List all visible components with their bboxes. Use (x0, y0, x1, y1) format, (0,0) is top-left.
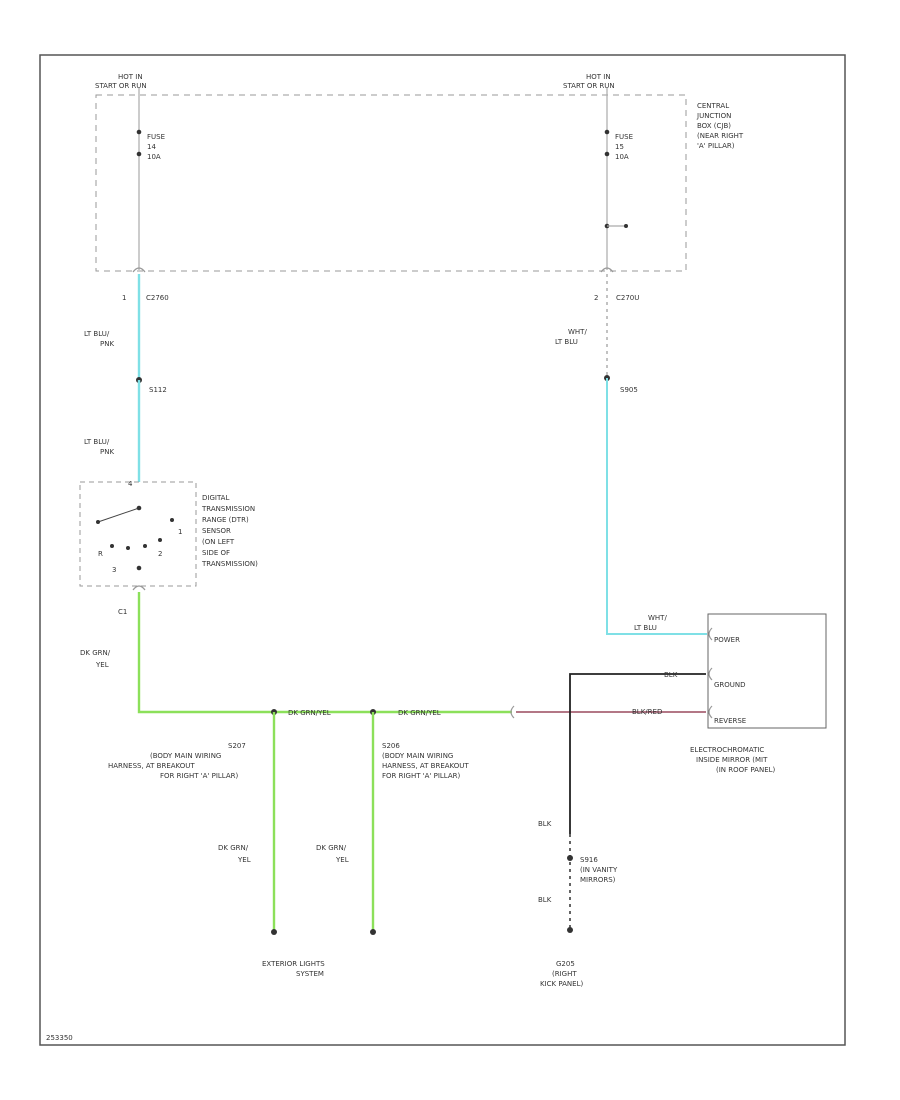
c2760-pin: 1 (122, 294, 126, 302)
dtr-pin-top: 4 (128, 480, 133, 488)
dtr-switch-arm (97, 507, 140, 523)
s112-label: S112 (149, 386, 167, 394)
mirror-label: ELECTROCHROMATIC INSIDE MIRROR (MIT (IN … (690, 746, 776, 774)
electrochromatic-mirror-box (707, 613, 827, 729)
right-splice-end (624, 224, 628, 228)
dk-grn-yel-label-h2: DK GRN/YEL (398, 709, 441, 717)
dtr-pin-mid: 2 (158, 550, 162, 558)
left-fuse-label: FUSE 14 10A (147, 133, 167, 161)
c2760-name: C2760 (146, 294, 169, 302)
mirror-reverse-connector (510, 705, 515, 719)
dtr-contact-r (110, 544, 114, 548)
dtr-contact-d (143, 544, 147, 548)
left-fuse-terminal-top (136, 129, 142, 135)
dk-grn-yel-label-v2: DK GRN/YEL (316, 844, 349, 864)
wht-lt-blu-label-2: WHT/LT BLU (634, 614, 667, 632)
blk-label-mid: BLK (538, 820, 552, 828)
s206-label: S206 (BODY MAIN WIRING HARNESS, AT BREAK… (382, 742, 471, 780)
dtr-contact-1 (170, 518, 174, 522)
dtr-sensor-outline (79, 481, 197, 587)
dk-grn-yel-label-c1: DK GRN/YEL (80, 649, 111, 669)
wire-wht-lt-blu (606, 378, 707, 635)
diagram-id: 253350 (46, 1034, 73, 1042)
wire-dk-grn-yel-main (137, 592, 512, 714)
dtr-contact-2 (158, 538, 162, 542)
c270u-connector (600, 267, 614, 273)
diagram-frame (39, 54, 846, 1046)
s905-label: S905 (620, 386, 638, 394)
blk-label-low: BLK (538, 896, 552, 904)
s916-dot (567, 855, 573, 861)
g205-dot (567, 927, 573, 933)
lt-blu-pnk-label-1: LT BLU/PNK (84, 330, 114, 348)
mirror-power-connector (708, 627, 713, 641)
wht-lt-blu-label-1: WHT/LT BLU (555, 328, 587, 346)
g205-label: G205 (RIGHT KICK PANEL) (540, 960, 583, 988)
mirror-ground-connector (708, 667, 713, 681)
c2760-connector (132, 267, 146, 273)
wire-blk-ground (569, 673, 706, 834)
blk-label-top: BLK (664, 671, 678, 679)
exterior-lights-terminal-2 (370, 929, 376, 935)
dtr-pin-right: 1 (178, 528, 182, 536)
dtr-contact-p (96, 520, 100, 524)
dk-grn-yel-label-v1: DK GRN/YEL (218, 844, 251, 864)
mirror-pin-power: POWER (714, 636, 740, 644)
right-fuse-terminal-bottom (604, 151, 610, 157)
central-junction-box-outline (95, 94, 687, 272)
blk-red-label: BLK/RED (632, 708, 662, 716)
s916-label: S916 (IN VANITY MIRRORS) (580, 856, 619, 884)
lt-blu-pnk-label-2: LT BLU/PNK (84, 438, 114, 456)
c1-label: C1 (118, 608, 127, 616)
dtr-switch-pivot (136, 505, 142, 511)
c270u-pin: 2 (594, 294, 598, 302)
s207-label: S207 (BODY MAIN WIRING HARNESS, AT BREAK… (108, 742, 248, 780)
dk-grn-yel-label-h1: DK GRN/YEL (288, 709, 331, 717)
left-fuse-terminal-bottom (136, 151, 142, 157)
right-fuse-terminal-top (604, 129, 610, 135)
dtr-contact-n (126, 546, 130, 550)
c270u-name: C270U (616, 294, 639, 302)
mirror-reverse-pin-connector (708, 705, 713, 719)
exterior-lights-terminal-1 (271, 929, 277, 935)
c1-connector (132, 585, 146, 591)
mirror-pin-ground: GROUND (714, 681, 746, 689)
dtr-contact-bottom (136, 565, 142, 571)
cjb-label: CENTRAL JUNCTION BOX (CJB) (NEAR RIGHT '… (696, 102, 745, 150)
mirror-pin-reverse: REVERSE (714, 717, 746, 725)
right-fuse-label: FUSE 15 10A (615, 133, 635, 161)
dtr-pin-left: R (98, 550, 103, 558)
dtr-pin-bottom: 3 (112, 566, 116, 574)
dtr-label: DIGITAL TRANSMISSION RANGE (DTR) SENSOR … (201, 494, 258, 568)
